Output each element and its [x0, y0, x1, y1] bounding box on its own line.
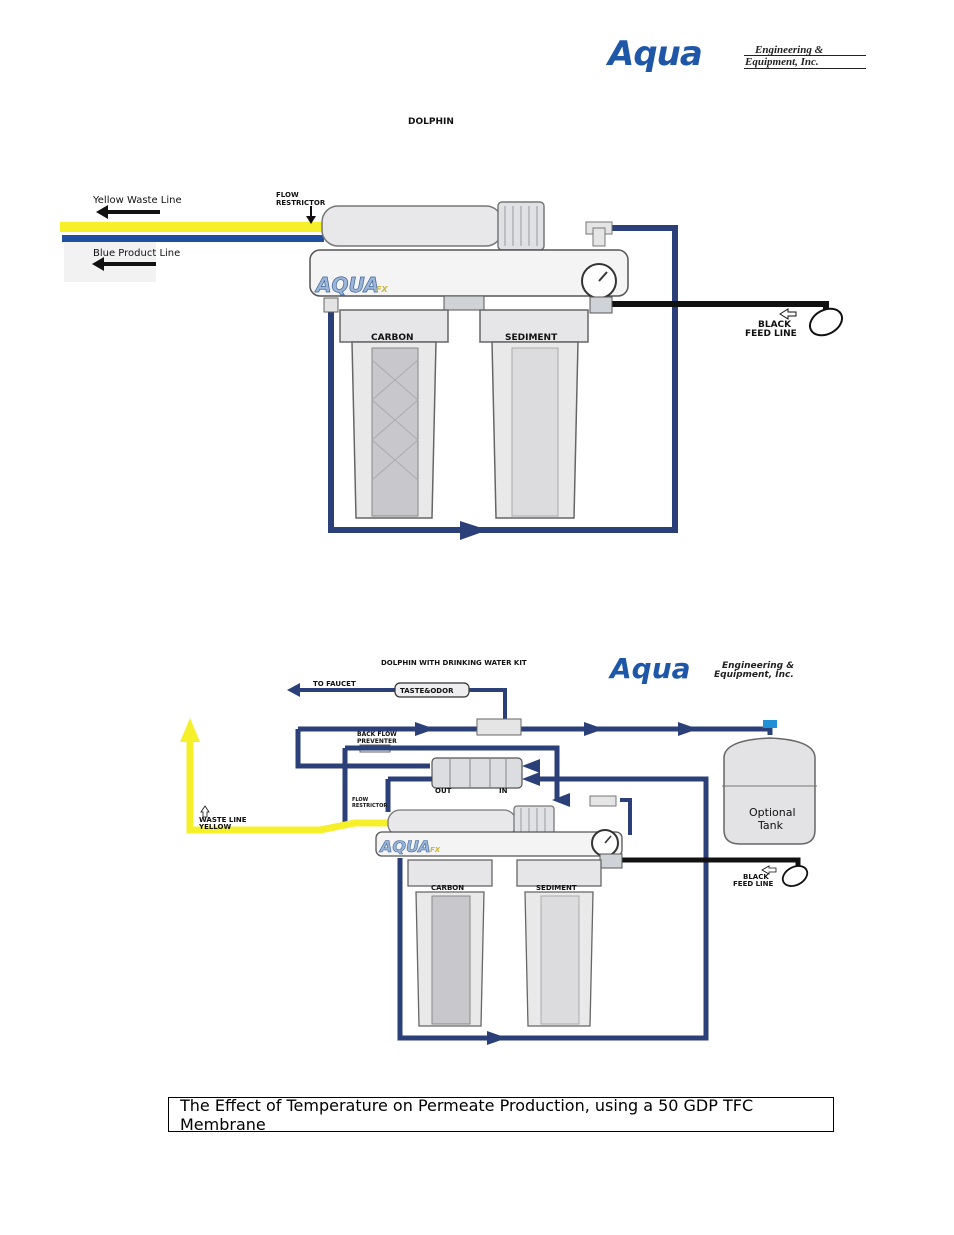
tank-label: Tank [757, 819, 784, 832]
flow-arrow-icon [487, 1031, 507, 1045]
carbon-label: CARBON [371, 333, 414, 343]
waste-line-label: WASTE LINE [199, 816, 247, 824]
carbon-label: CARBON [431, 884, 464, 892]
optional-tank [723, 737, 816, 845]
flow-restrictor-label: RESTRICTOR [276, 199, 326, 207]
feed-line-label: FEED LINE [733, 880, 774, 888]
down-arrow-icon [306, 206, 316, 224]
membrane-housing [321, 205, 503, 247]
company-logo: Aqua Engineering & Equipment, Inc. [608, 34, 873, 78]
up-arrow-icon [200, 805, 210, 818]
table-caption: The Effect of Temperature on Permeate Pr… [168, 1095, 834, 1134]
sediment-filter-cap [479, 309, 589, 343]
left-arrow-icon [287, 683, 395, 697]
dolphin-drinking-water-kit-diagram: DOLPHIN WITH DRINKING WATER KIT Aqua Eng… [180, 652, 817, 1045]
blue-product-label: Blue Product Line [93, 248, 180, 259]
sediment-label: SEDIMENT [536, 884, 577, 892]
logo-tagline-line2: Equipment, Inc. [745, 56, 819, 68]
unit-brand-suffix: FX [376, 285, 388, 294]
flow-arrow-icon [584, 722, 604, 736]
unit-brand: AQUA [378, 837, 431, 856]
unit-brand-suffix: FX [430, 846, 441, 854]
logo-wordmark: Aqua [608, 652, 691, 685]
flow-arrow-icon [678, 722, 698, 736]
carbon-cartridge [431, 895, 471, 1025]
diagram2-title: DOLPHIN WITH DRINKING WATER KIT [381, 659, 527, 667]
feed-line-label: BLACK [758, 320, 792, 330]
unit-brand: AQUA [314, 273, 379, 297]
blue-tube [298, 726, 773, 735]
left-arrow-icon [96, 205, 160, 219]
logo-tagline-line1: Engineering & [722, 661, 794, 671]
out-label: OUT [435, 787, 452, 795]
yellow-waste-line [60, 222, 322, 232]
tank-label: Optional [749, 806, 796, 819]
yellow-waste-label: Yellow Waste Line [92, 195, 182, 206]
up-arrow-icon [180, 718, 200, 742]
flow-arrow-icon [522, 759, 540, 773]
logo-tagline-line2: Equipment, Inc. [714, 670, 794, 680]
flow-restrictor-label: FLOW [352, 797, 369, 803]
logo-tagline-line1: Engineering & [755, 44, 824, 56]
in-label: IN [499, 787, 508, 795]
flow-arrow-icon [415, 722, 435, 736]
carbon-cartridge [371, 347, 419, 517]
yellow-waste-line [186, 740, 392, 834]
manifold-bracket [375, 831, 623, 857]
sediment-label: SEDIMENT [505, 333, 558, 343]
taste-odor-label: TASTE&ODOR [400, 687, 454, 695]
back-flow-label: PREVENTER [357, 738, 397, 745]
blue-tube [328, 225, 678, 533]
flow-arrow-icon [460, 521, 488, 540]
blue-tube [397, 776, 709, 1041]
caption-text: The Effect of Temperature on Permeate Pr… [180, 1095, 754, 1134]
post-filter [431, 757, 523, 789]
dolphin-diagram: DOLPHIN Yellow Waste Line Blue Product L… [60, 117, 844, 540]
flow-restrictor-label: RESTRICTOR [352, 803, 387, 809]
to-faucet-label: TO FAUCET [313, 680, 356, 688]
diagram1-title: DOLPHIN [408, 117, 454, 127]
left-arrow-icon [761, 865, 777, 875]
pressure-gauge-icon [591, 829, 619, 857]
blue-tube [295, 729, 430, 769]
pressure-gauge-icon [581, 263, 617, 299]
feed-line-label: FEED LINE [745, 329, 797, 339]
flow-restrictor-label: FLOW [276, 191, 299, 199]
logo-rule [744, 55, 866, 56]
feed-valve-icon [808, 307, 844, 337]
blue-product-line [62, 235, 324, 242]
feed-valve-icon [781, 865, 809, 887]
flow-arrow-icon [552, 793, 570, 807]
logo-rule [744, 68, 866, 69]
waste-line-label: YELLOW [198, 823, 231, 831]
back-flow-label: BACK FLOW [357, 731, 397, 738]
left-arrow-icon [92, 257, 156, 271]
flow-arrow-icon [522, 772, 540, 786]
logo-wordmark: Aqua [608, 34, 703, 74]
feed-line-label: BLACK [743, 873, 769, 881]
left-arrow-icon [779, 308, 797, 320]
